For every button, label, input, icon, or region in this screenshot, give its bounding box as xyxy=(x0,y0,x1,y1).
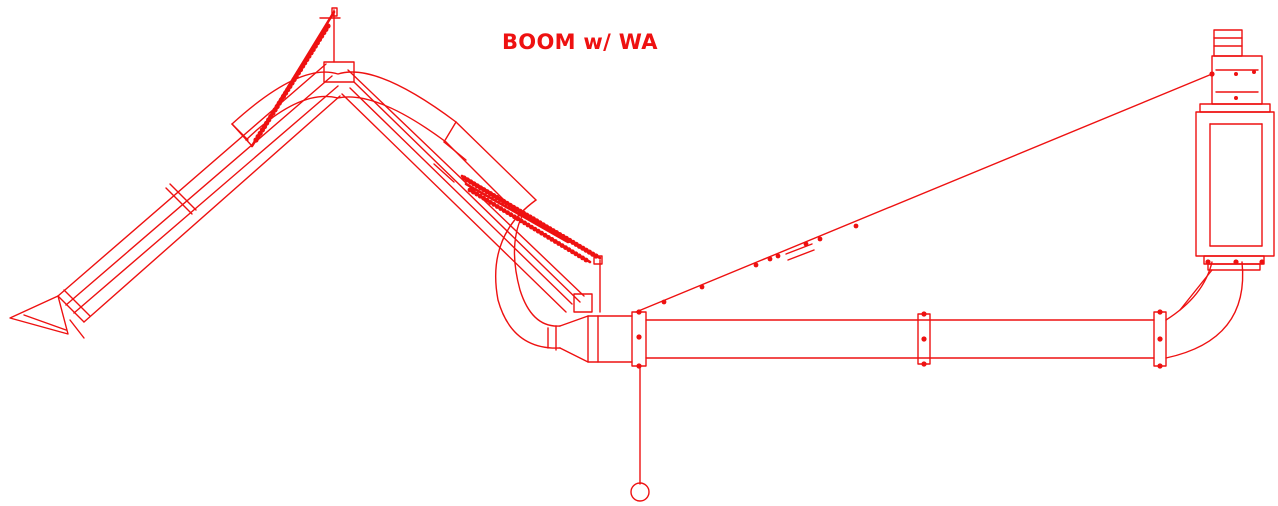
horizontal-pipe xyxy=(559,261,1244,369)
insulator-disc xyxy=(539,230,544,236)
insulator-disc xyxy=(481,195,486,201)
right-boom-arm xyxy=(341,69,585,313)
insulator-disc xyxy=(325,23,331,29)
left-boom-arm xyxy=(9,63,341,339)
insulator-disc xyxy=(583,257,589,263)
top-sheave-assembly xyxy=(319,7,355,83)
pendant-weight xyxy=(630,365,650,502)
guy-line xyxy=(635,73,1213,313)
loop-hose xyxy=(494,199,593,351)
insulator-disc xyxy=(508,212,514,218)
insulator-string-right xyxy=(460,174,603,313)
diagram-title: BOOM w/ WA xyxy=(502,30,658,54)
insulator-disc xyxy=(566,247,572,253)
right-stack xyxy=(1195,29,1275,271)
insulator-string-left xyxy=(250,10,336,148)
